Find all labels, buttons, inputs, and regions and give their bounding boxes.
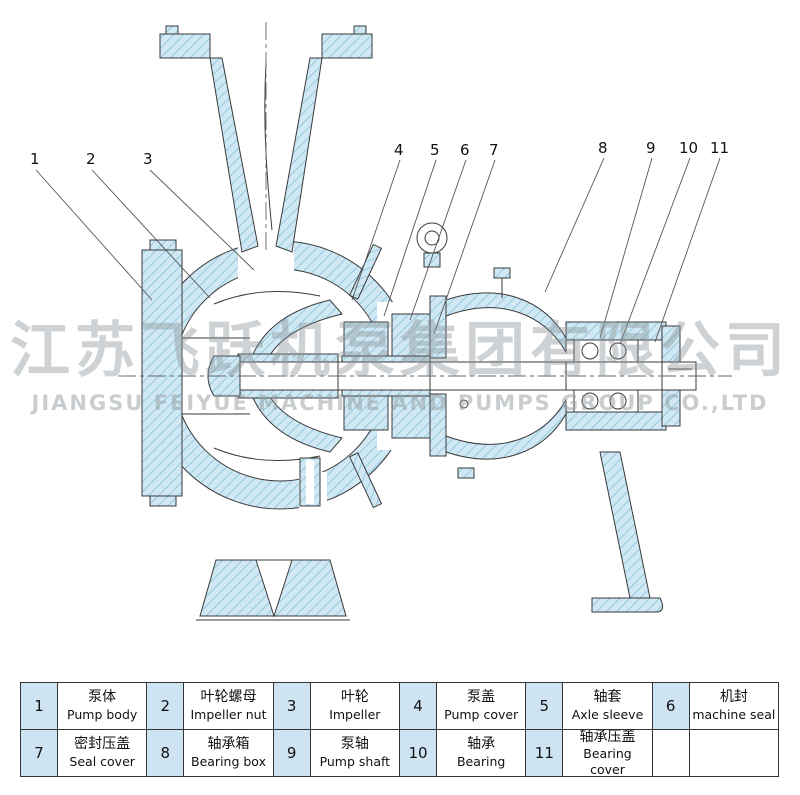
discharge-flange (159, 33, 211, 59)
callout-4: 4 (394, 141, 404, 159)
part-name-en: Axle sleeve (571, 706, 644, 722)
part-label-cell: 轴承压盖 Bearing cover (563, 730, 653, 777)
impeller (213, 291, 343, 461)
callout-6: 6 (460, 141, 470, 159)
part-label-cell: 泵盖 Pump cover (437, 683, 527, 730)
part-name-en: Pump cover (444, 706, 519, 722)
callout-9: 9 (646, 139, 656, 157)
part-label-cell: 轴承箱 Bearing box (184, 730, 274, 777)
eye-bolt (416, 222, 448, 268)
part-number-cell: 4 (400, 683, 437, 730)
part-name-en: Pump body (67, 706, 138, 722)
part-number-cell: 10 (400, 730, 437, 777)
part-label-cell-empty (689, 730, 779, 777)
pump-cover (429, 267, 567, 479)
part-name-cn: 轴承箱 (207, 736, 250, 753)
part-name-en: Pump shaft (319, 753, 391, 769)
part-name-cn: 叶轮螺母 (200, 689, 257, 706)
part-label-cell: 泵体 Pump body (58, 683, 148, 730)
callout-11: 11 (710, 139, 730, 157)
part-label-cell: 叶轮 Impeller (310, 683, 400, 730)
callout-7: 7 (489, 141, 499, 159)
callout-2: 2 (86, 150, 96, 168)
mechanical-seal (343, 313, 435, 439)
part-name-cn: 轴承压盖 (579, 730, 636, 745)
callout-8: 8 (598, 139, 608, 157)
suction-flange (141, 249, 183, 497)
part-name-en: Bearing (456, 753, 506, 769)
parts-table: 1 泵体 Pump body 2 叶轮螺母 Impeller nut 3 叶轮 … (20, 682, 779, 777)
part-name-en: Bearing box (191, 753, 266, 769)
part-label-cell: 密封压盖 Seal cover (58, 730, 148, 777)
bearing-box (565, 321, 681, 431)
part-name-cn: 泵体 (88, 689, 117, 706)
part-number-cell: 7 (21, 730, 58, 777)
part-name-en: Impeller nut (190, 706, 267, 722)
part-name-en: Seal cover (69, 753, 135, 769)
part-number-cell: 6 (652, 683, 690, 730)
part-label-cell: 轴套 Axle sleeve (563, 683, 653, 730)
part-name-en: machine seal (692, 706, 776, 722)
part-name-cn: 机封 (719, 689, 748, 706)
part-name-cn: 叶轮 (340, 689, 369, 706)
part-label-cell: 轴承 Bearing (437, 730, 527, 777)
part-label-cell: 泵轴 Pump shaft (310, 730, 400, 777)
part-number-cell: 3 (273, 683, 311, 730)
pump-body-section (139, 25, 697, 621)
part-name-cn: 密封压盖 (74, 736, 131, 753)
part-number-cell: 11 (526, 730, 564, 777)
pump-cross-section-diagram (35, 22, 732, 621)
part-label-cell: 机封 machine seal (689, 683, 779, 730)
callout-5: 5 (430, 141, 440, 159)
pedestal (196, 457, 350, 621)
part-name-en: Bearing cover (583, 746, 632, 777)
part-number-cell-empty (652, 730, 690, 777)
part-number-cell: 5 (526, 683, 564, 730)
centerlines (118, 22, 732, 377)
part-number-cell: 8 (147, 730, 185, 777)
part-number-cell: 1 (21, 683, 58, 730)
part-name-cn: 轴套 (593, 689, 622, 706)
part-name-en: Impeller (329, 706, 381, 722)
part-number-cell: 9 (273, 730, 311, 777)
callout-3: 3 (143, 150, 153, 168)
leader-lines (35, 157, 721, 345)
callout-10: 10 (679, 139, 699, 157)
callout-1: 1 (30, 150, 40, 168)
part-name-cn: 泵盖 (467, 689, 496, 706)
part-label-cell: 叶轮螺母 Impeller nut (184, 683, 274, 730)
support-leg (591, 451, 664, 613)
part-name-cn: 轴承 (467, 736, 496, 753)
part-name-cn: 泵轴 (340, 736, 369, 753)
part-number-cell: 2 (147, 683, 185, 730)
